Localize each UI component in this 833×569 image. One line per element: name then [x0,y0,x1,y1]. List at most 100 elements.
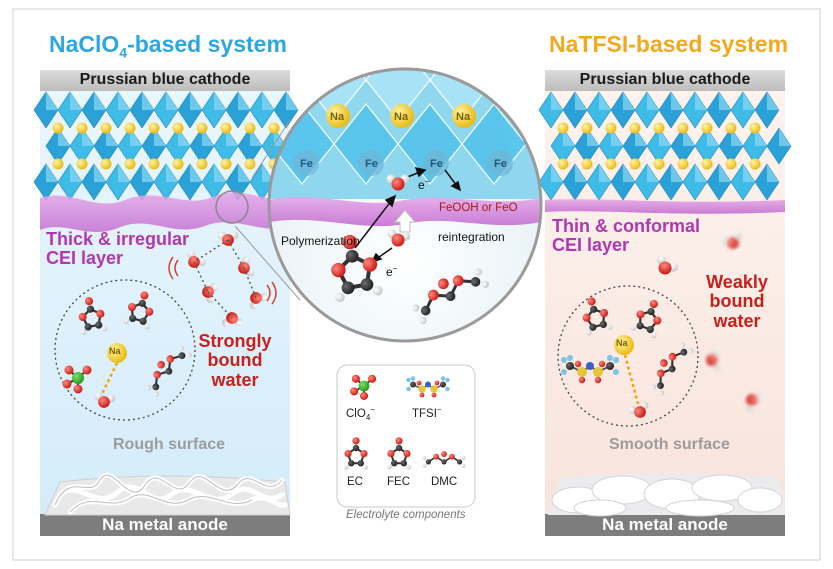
octahedron-facet [262,92,274,110]
oxygen-atom [350,387,359,396]
octahedron-facet [166,92,178,110]
lattice-sodium [220,122,232,134]
oxygen-atom [587,297,596,306]
oxygen-atom [157,360,165,369]
hydrogen-bond [193,239,229,263]
hydrogen-atom [461,456,466,460]
octahedron-facet [767,164,779,182]
hydrogen-atom [651,332,657,339]
fluorine-atom [406,377,411,383]
zoom-fe-label-2: Fe [365,158,378,170]
perchlorate-anion [350,374,377,400]
oxygen-atom [62,379,72,389]
carbon-atom [138,299,146,307]
carbon-atom [470,277,481,287]
octahedron-facet [647,164,659,182]
hydrogen-atom [146,384,152,391]
left-sodium-ion [107,343,127,363]
lattice-sodium [196,122,208,134]
oxygen-atom [437,278,449,290]
octahedron-facet [94,92,106,110]
left-cathode-bar [40,70,290,91]
hydrogen-atom [102,325,108,332]
zoom-fe-label-4: Fe [494,158,507,170]
sulfur-atom [593,367,603,377]
hydrogen-atom [186,352,192,358]
octahedron-facet [214,92,226,110]
oxygen-atom [599,309,609,318]
hydrogen-atom [461,463,466,468]
nitrogen-atom [586,362,594,370]
lattice-sodium [172,122,184,134]
oxygen-atom [391,233,405,247]
oxygen-atom [433,453,440,460]
hydrogen-atom [335,292,345,303]
zoom-iron [423,150,449,176]
oxygen-atom [153,370,161,379]
oxygen-atom [746,394,758,406]
oxygen-atom [452,275,464,287]
carbon-atom [599,320,607,329]
zoom-electron-label-1: e− [418,178,429,192]
hydrogen-atom [422,456,427,460]
oxygen-atom [649,299,658,308]
lattice-sodium [124,122,136,134]
carbonate-ring [387,437,411,470]
zoom-iron [358,150,384,176]
octahedron-facet [142,164,154,182]
right-prussian-blue-lattice [538,91,792,201]
left-title-rest: -based system [127,31,287,57]
oxygen-atom [351,374,360,383]
hydrogen-atom [344,464,349,470]
oxygen-atom [658,261,672,275]
oxygen-atom [659,359,668,367]
hydrogen-atom [419,316,427,325]
lattice-sodium [749,158,761,170]
lattice-sodium [244,122,256,134]
octahedron-facet [623,92,635,110]
carbonate-ring [331,234,383,303]
oxygen-atom [352,437,360,445]
fluorine-atom [406,386,411,392]
octahedron-facet [743,164,755,182]
right-panel-title: NaTFSI-based system [549,31,789,57]
octahedron-facet [551,164,563,182]
lattice-sodium [100,122,112,134]
oxygen-atom [636,310,645,319]
octahedron-facet [118,164,130,182]
hydrogen-atom [363,464,368,470]
octahedron-facet [767,92,779,110]
water-molecule [721,232,742,249]
zoom-reintegration-label: reintegration [438,230,505,244]
left-anode-label: Na metal anode [102,515,228,534]
carbon-atom [606,362,614,370]
oxygen-atom [387,450,395,458]
linear-carbonate [422,451,466,468]
carbon-atom [668,365,676,373]
hydrogen-atom [144,324,150,330]
lattice-sodium [677,158,689,170]
hydrogen-atom [372,285,383,296]
zoom-na-label-3: Na [456,111,471,123]
lattice-sodium [557,158,569,170]
hydrogen-atom [650,384,656,390]
lattice-sodium [196,158,208,170]
octahedron-facet [286,92,298,110]
lattice-sodium [749,122,761,134]
zoom-product-label: FeOOH or FeO [439,202,518,214]
reintegration-arrow [393,209,417,233]
left-solvated-molecules [62,291,192,408]
left-title-main: NaClO [49,31,120,57]
octahedron-facet [695,92,707,110]
legend-clo4-label: ClO4− [346,406,375,422]
carbon-atom [165,367,173,375]
carbon-atom [341,281,355,295]
oxygen-atom [668,352,677,361]
lattice-sodium [701,158,713,170]
oxygen-atom [368,374,377,383]
legend-tfsi-charge: − [436,405,442,414]
right-water-label: Weakly bound water [697,272,777,331]
octahedron-facet [46,92,58,110]
zoom-iron [487,150,513,176]
zoom-fe-label-1: Fe [300,158,313,170]
